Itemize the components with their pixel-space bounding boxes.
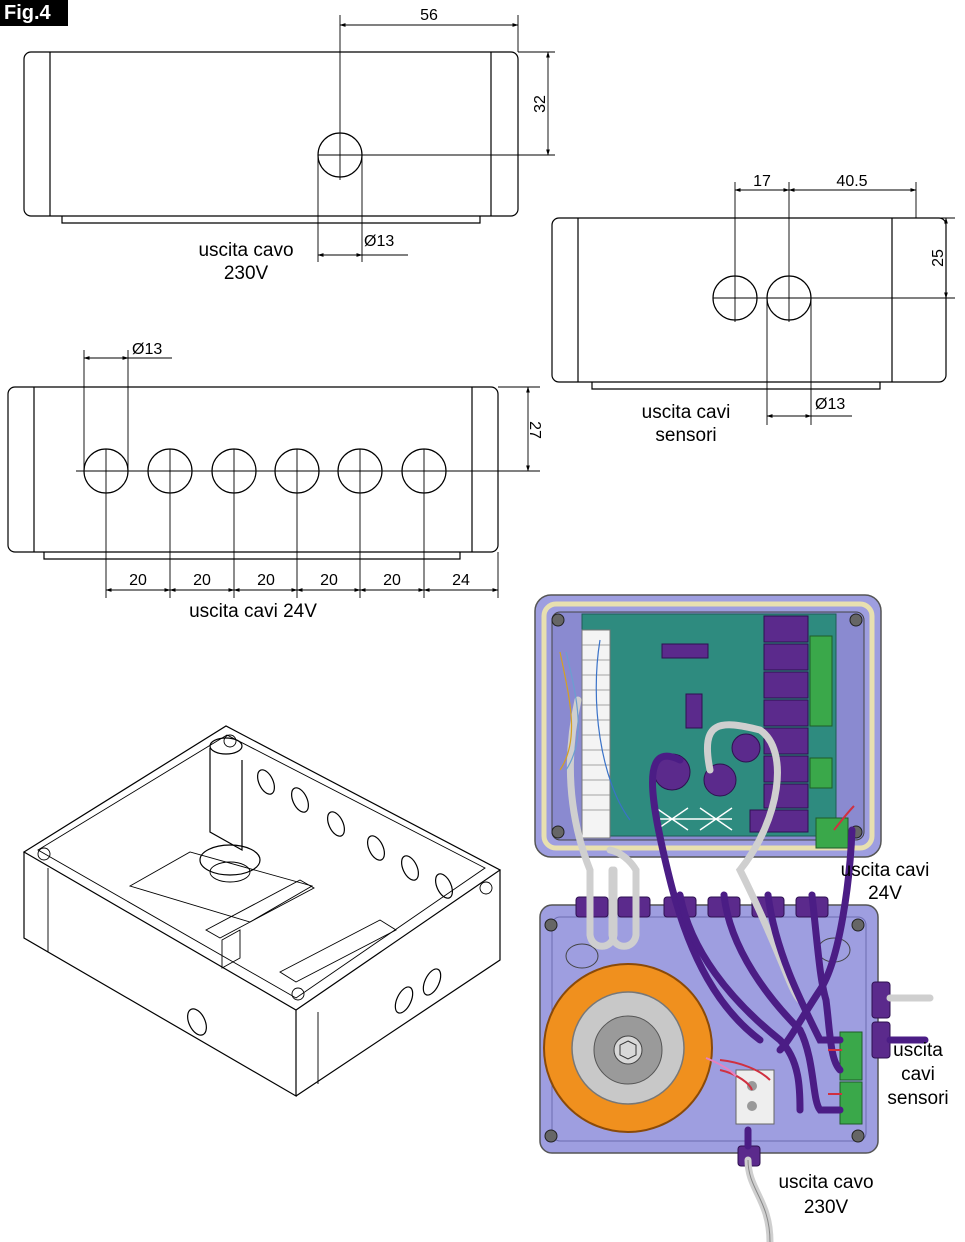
- label-sensors-line3: sensori: [887, 1088, 948, 1109]
- label-cable-230v-line1: uscita cavo: [778, 1172, 873, 1193]
- front-spacing-3: 20: [257, 572, 275, 589]
- front-spacing-1: 20: [129, 572, 147, 589]
- sensor-terminal-2: [839, 1081, 863, 1125]
- front-spacing-2: 20: [193, 572, 211, 589]
- label-sensors-line1: uscita: [893, 1040, 943, 1061]
- right-hole-dim: Ø13: [815, 396, 845, 413]
- top-caption-line1: uscita cavo: [198, 240, 293, 261]
- right-caption-line1: uscita cavi: [642, 402, 731, 423]
- top-view: 56 32 Ø13 uscita cavo 230V: [23, 7, 555, 284]
- sensor-terminal-1: [839, 1031, 863, 1081]
- right-view-outline: [551, 217, 947, 383]
- right-offset-dim: 40.5: [836, 173, 867, 190]
- top-width-dim: 56: [420, 7, 438, 24]
- label-cables-24v-line1: uscita cavi: [841, 860, 930, 881]
- assembly-render: uscita cavi 24V uscita cavi sensori usci…: [534, 594, 949, 1242]
- right-spacing-dim: 17: [753, 173, 771, 190]
- figure-label: Fig.4: [0, 0, 68, 26]
- label-cables-24v-line2: 24V: [868, 883, 902, 904]
- isometric-enclosure: [22, 725, 502, 1098]
- label-sensors-line2: cavi: [901, 1064, 935, 1085]
- front-spacing-6: 24: [452, 572, 470, 589]
- front-caption: uscita cavi 24V: [189, 601, 317, 622]
- right-caption-line2: sensori: [655, 425, 716, 446]
- front-spacing-4: 20: [320, 572, 338, 589]
- top-hole-dim: Ø13: [364, 233, 394, 250]
- front-hole-dim: Ø13: [132, 341, 162, 358]
- front-spacing-5: 20: [383, 572, 401, 589]
- right-view: 17 40.5 25 Ø13 uscita cavi sensori: [551, 173, 955, 446]
- front-view-outline: [7, 386, 499, 553]
- front-view: Ø13 27 20 20 20 20 20 24 uscita cavi 24V: [7, 341, 543, 622]
- front-height-dim: 27: [526, 421, 543, 439]
- label-cable-230v-line2: 230V: [804, 1197, 849, 1218]
- top-caption-line2: 230V: [224, 263, 269, 284]
- right-height-dim: 25: [930, 249, 947, 267]
- top-view-outline: [23, 51, 519, 217]
- top-height-dim: 32: [532, 95, 549, 113]
